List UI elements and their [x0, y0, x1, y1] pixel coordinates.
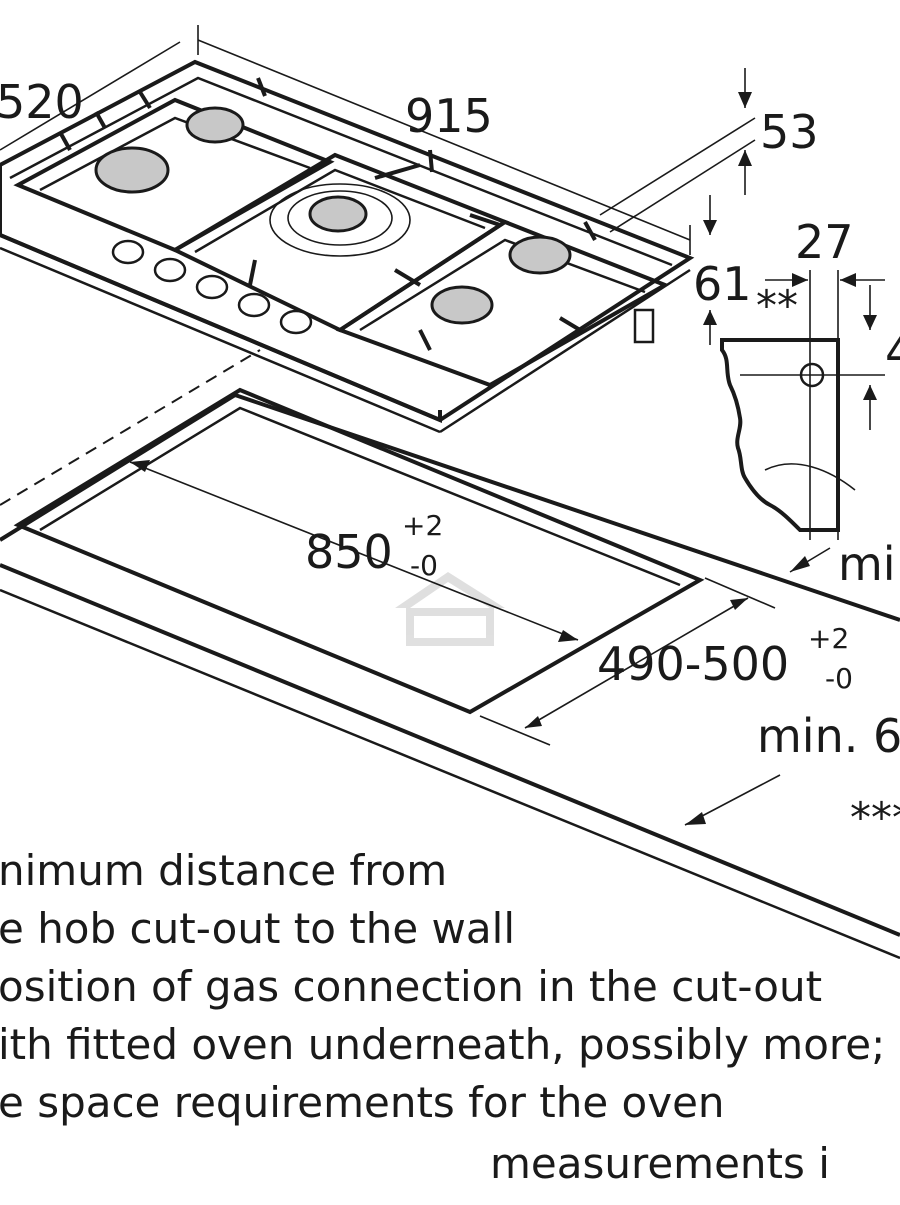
dim-cutout-width: 850: [305, 525, 393, 579]
hob-cutout: [13, 387, 705, 715]
countertop-front-edge: [0, 563, 900, 937]
knob-2: [153, 257, 187, 283]
dim-depth: 520: [0, 75, 84, 129]
pan-support-middle-inner: [194, 168, 486, 254]
dim-gas-height: 4: [885, 325, 900, 379]
dim-min-wall: mi: [838, 537, 896, 591]
dim-cutout-depth-tol-minus: -0: [825, 662, 853, 695]
burner-rear-right: [508, 235, 572, 275]
house-watermark-icon: [395, 572, 505, 646]
pan-support-left: [13, 97, 335, 253]
knob-4: [237, 292, 271, 318]
oven-marker: ***: [850, 793, 900, 842]
control-knobs: [111, 239, 313, 335]
gas-connector: [633, 308, 655, 344]
pan-support-right: [335, 219, 670, 388]
note-4: ith fitted oven underneath, possibly mor…: [0, 1020, 885, 1069]
dim-width: 915: [405, 89, 493, 143]
dim-gas-offset: 27: [795, 215, 854, 269]
note-1: nimum distance from: [0, 846, 447, 895]
dim-height-top: 61: [693, 257, 752, 311]
hob-cutout-inner: [39, 406, 681, 587]
burner-front-left: [94, 146, 170, 194]
dim-cutout-width-tol-plus: +2: [402, 509, 443, 542]
note-3: osition of gas connection in the cut-out: [0, 962, 822, 1011]
note-5: e space requirements for the oven: [0, 1078, 725, 1127]
profile-break: [764, 463, 856, 491]
pan-support-right-inner: [359, 238, 646, 332]
dim-min-front: min. 6: [757, 709, 900, 763]
burner-rear-left: [185, 106, 245, 144]
knob-1: [111, 239, 145, 265]
countertop: [0, 349, 900, 960]
pan-support-fingers: [58, 77, 597, 351]
knob-3: [195, 274, 229, 300]
hob-front-edge: [0, 233, 442, 424]
dim-cutout-depth-tol-plus: +2: [808, 622, 849, 655]
dim-cutout-depth: 490-500: [597, 637, 789, 691]
dim-height-total: 53: [760, 105, 819, 159]
gas-marker: **: [756, 281, 798, 330]
hob-right-bottom: [439, 268, 691, 434]
pan-support-left-inner: [39, 116, 311, 192]
profile-section: [720, 338, 840, 532]
arrow-heads: [130, 92, 877, 825]
note-2: e hob cut-out to the wall: [0, 904, 515, 953]
burners: [94, 106, 572, 325]
knob-5: [279, 309, 313, 335]
burner-wok-ring: [269, 183, 411, 257]
hob: [0, 59, 695, 434]
dim-cutout-width-tol-minus: -0: [410, 549, 438, 582]
burner-wok-ring-inner: [287, 190, 393, 246]
burner-wok: [308, 195, 368, 233]
hob-top-plate: [0, 59, 695, 423]
countertop-front-lower: [0, 588, 900, 960]
hob-projection-dashed: [0, 349, 261, 506]
footer-measurements: measurements i: [490, 1139, 830, 1188]
hob-inner-rim: [9, 76, 673, 267]
width-dim-line: [197, 39, 691, 241]
depth-dim-line: [0, 41, 181, 151]
cutout-width-dim-line: [129, 461, 579, 641]
gas-connection-detail: [720, 338, 885, 532]
burner-front-right: [430, 285, 494, 325]
cutout-depth-dim-line: [524, 597, 749, 729]
hob-front-bottom: [0, 246, 441, 434]
